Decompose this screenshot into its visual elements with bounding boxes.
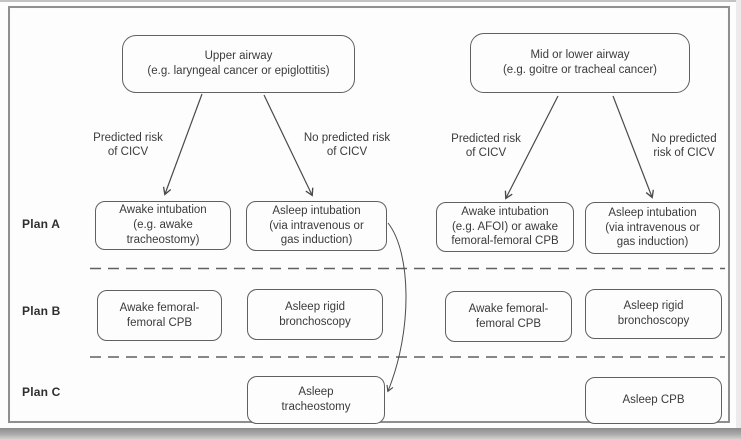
node-upper-plan-a-asleep-intubation: Asleep intubation (via intravenous or ga… bbox=[246, 201, 387, 251]
label-upper-no-predicted-risk: No predicted risk of CICV bbox=[303, 132, 391, 159]
node-mid-plan-c-asleep-cpb: Asleep CPB bbox=[585, 377, 722, 424]
label-mid-predicted-risk: Predicted risk of CICV bbox=[451, 133, 521, 160]
node-upper-plan-a-awake-intubation: Awake intubation (e.g. awake tracheostom… bbox=[95, 201, 231, 250]
top-edge-strip bbox=[0, 0, 741, 2]
label-upper-predicted-risk: Predicted risk of CICV bbox=[93, 132, 163, 159]
node-upper-airway: Upper airway (e.g. laryngeal cancer or e… bbox=[122, 35, 355, 93]
plan-c-label: Plan C bbox=[22, 385, 61, 399]
right-edge-strip bbox=[736, 0, 741, 439]
bottom-shadow-band bbox=[0, 428, 741, 439]
label-mid-no-predicted-risk: No predicted risk of CICV bbox=[651, 133, 717, 160]
node-mid-plan-b-awake-cpb: Awake femoral- femoral CPB bbox=[445, 291, 572, 342]
node-mid-plan-a-asleep-intubation: Asleep intubation (via intravenous or ga… bbox=[585, 202, 720, 254]
node-mid-plan-a-awake-intubation: Awake intubation (e.g. AFOI) or awake fe… bbox=[436, 202, 574, 252]
node-upper-plan-c-asleep-tracheostomy: Asleep tracheostomy bbox=[247, 376, 385, 424]
plan-b-label: Plan B bbox=[22, 304, 61, 318]
node-upper-plan-b-awake-cpb: Awake femoral- femoral CPB bbox=[97, 290, 222, 341]
node-mid-plan-b-asleep-bronchoscopy: Asleep rigid bronchoscopy bbox=[585, 289, 722, 339]
node-mid-lower-airway: Mid or lower airway (e.g. goitre or trac… bbox=[470, 33, 690, 93]
plan-a-label: Plan A bbox=[22, 217, 61, 231]
node-upper-plan-b-asleep-bronchoscopy: Asleep rigid bronchoscopy bbox=[247, 289, 383, 340]
